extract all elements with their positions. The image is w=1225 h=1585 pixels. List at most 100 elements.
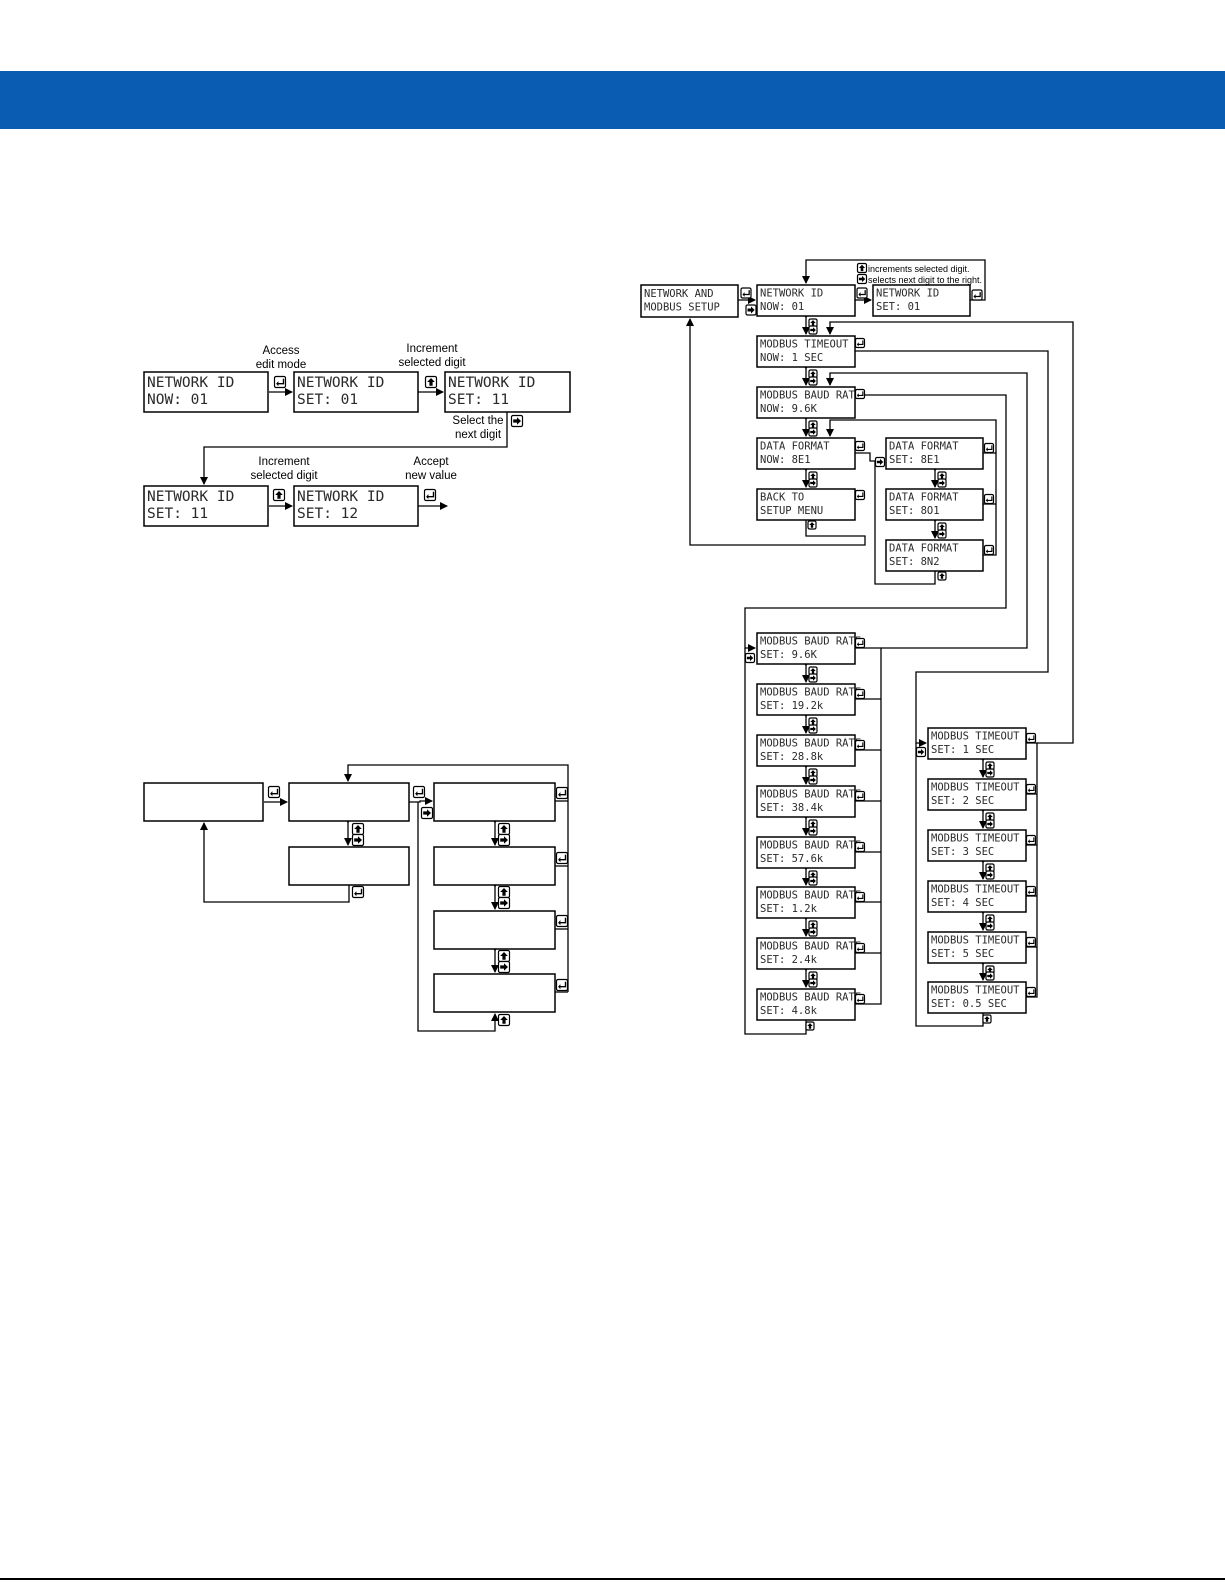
key-glyph <box>939 524 945 530</box>
lcd-frame <box>927 880 1027 913</box>
key-glyph <box>810 770 816 776</box>
key-glyph <box>810 378 816 384</box>
lcd-line: BACK TO <box>760 491 804 503</box>
enter-key-icon <box>1025 986 1037 998</box>
up-key-icon <box>424 375 438 389</box>
lcd-line: SET: 8N2 <box>889 556 940 568</box>
lcd-line: NOW: 1 SEC <box>760 352 823 364</box>
next-key-icon <box>351 833 365 847</box>
lcd-frame <box>143 485 269 527</box>
blank-screen-root <box>143 782 264 822</box>
enter-key-icon <box>854 440 866 452</box>
lcd-frame <box>640 284 739 318</box>
lcd-line: NOW: 8E1 <box>760 454 811 466</box>
caption-access: Access <box>262 345 299 357</box>
caption-increment: Increment <box>406 343 458 355</box>
blank-screen-option-4 <box>433 973 556 1013</box>
key-glyph <box>810 929 816 935</box>
key-glyph <box>810 320 816 326</box>
connector-line <box>855 350 1049 747</box>
up-key-icon <box>805 1021 815 1031</box>
next-key-icon <box>497 833 511 847</box>
lcd-frame <box>756 284 856 317</box>
lcd-frame <box>872 284 971 317</box>
key-glyph <box>973 292 981 299</box>
lcd-frame <box>927 981 1027 1014</box>
connector-line <box>200 412 508 485</box>
next-key-icon <box>745 304 757 316</box>
lcd-frame <box>756 386 856 419</box>
lcd-line: NETWORK ID <box>448 375 535 391</box>
next-key-icon <box>744 652 756 664</box>
key-glyph <box>856 742 864 749</box>
lcd-frame <box>756 488 856 521</box>
next-key-icon <box>985 971 995 981</box>
lcd-line: NETWORK ID <box>760 287 823 299</box>
enter-key-icon <box>1025 834 1037 846</box>
lcd-line: NETWORK ID <box>876 287 939 299</box>
lcd-frame <box>756 734 856 767</box>
key-glyph <box>354 825 362 833</box>
key-glyph <box>809 522 815 528</box>
up-key-icon <box>808 971 818 981</box>
lcd-line: NOW: 01 <box>147 392 208 408</box>
next-key-icon <box>510 414 524 428</box>
enter-key-icon <box>351 885 365 899</box>
lcd-line: NETWORK AND <box>644 288 714 300</box>
next-key-icon <box>497 960 511 974</box>
lcd-line: MODBUS TIMEOUT <box>760 338 849 350</box>
lcd-line: DATA FORMAT <box>889 440 959 452</box>
key-glyph <box>742 290 750 297</box>
connector-line <box>686 318 866 546</box>
key-glyph <box>856 691 864 698</box>
connector-line <box>744 394 1007 652</box>
enter-key-icon <box>267 785 281 799</box>
next-key-icon <box>985 921 995 931</box>
lcd-frame <box>143 782 264 822</box>
up-key-icon <box>497 949 511 963</box>
enter-key-icon <box>1025 936 1037 948</box>
enter-key-icon <box>423 488 437 502</box>
lcd-line: SET: 4.8k <box>760 1005 818 1017</box>
blank-screen-option-2 <box>433 846 556 886</box>
key-glyph <box>810 878 816 884</box>
key-glyph <box>987 872 993 878</box>
key-glyph <box>810 872 816 878</box>
enter-key-icon <box>971 289 983 301</box>
up-key-icon <box>351 822 365 836</box>
lcd-line: SET: 8O1 <box>889 505 940 517</box>
key-glyph <box>856 844 864 851</box>
up-key-icon <box>497 822 511 836</box>
key-glyph <box>856 894 864 901</box>
lcd-frame <box>756 785 856 818</box>
key-glyph <box>810 422 816 428</box>
lcd-frame <box>756 335 856 368</box>
key-glyph <box>810 675 816 681</box>
key-glyph <box>426 491 435 500</box>
enter-key-icon <box>983 544 995 556</box>
enter-key-icon <box>854 739 866 751</box>
next-key-icon <box>915 746 927 758</box>
next-key-icon <box>808 325 818 335</box>
enter-key-icon <box>854 841 866 853</box>
blank-screen-option-1 <box>433 782 556 822</box>
lcd-frame <box>927 829 1027 862</box>
key-glyph <box>810 668 816 674</box>
lcd-line: NOW: 9.6K <box>760 403 818 415</box>
caption-select-next: Select the <box>452 415 503 427</box>
key-glyph <box>856 793 864 800</box>
next-key-icon <box>808 978 818 988</box>
key-glyph <box>423 809 431 817</box>
enter-key-icon <box>854 388 866 400</box>
key-glyph <box>985 496 993 503</box>
